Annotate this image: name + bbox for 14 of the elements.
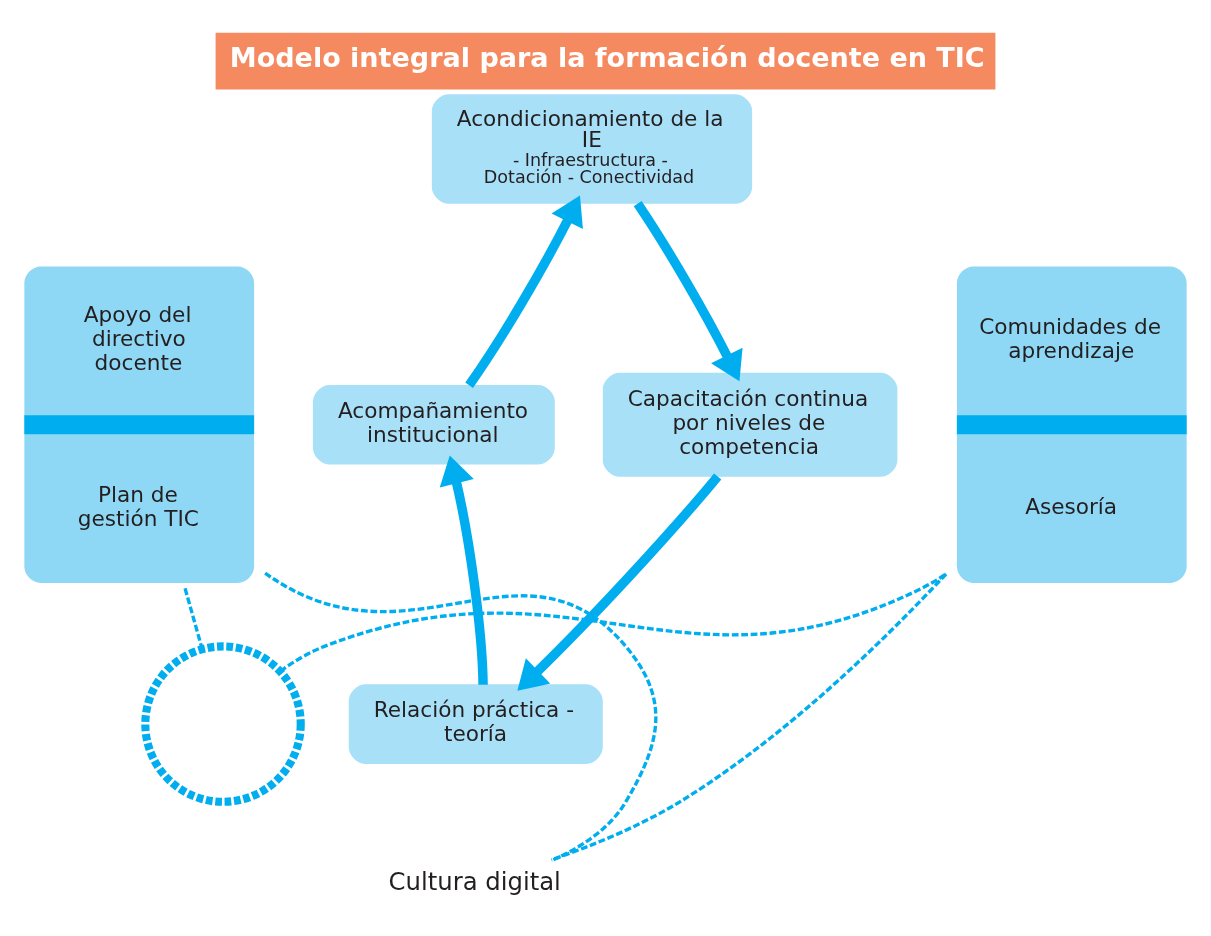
- arrow: [633, 201, 743, 382]
- node-text: Cultura digital: [388, 867, 561, 897]
- diagram-title: Modelo integral para la formación docente en TIC: [229, 41, 985, 73]
- connector: [550, 572, 948, 862]
- connector: [183, 587, 204, 650]
- arrow: [517, 473, 722, 691]
- node-box: Capacitación continua por niveles de competencia: [602, 372, 898, 477]
- node-box: Relación práctica - teoría: [348, 684, 603, 764]
- node-box: Acompañamiento institucional: [312, 384, 555, 465]
- node-box: Acondicionamiento de la IE - Infraestructura - Dotación - Conectividad: [431, 94, 753, 204]
- arrow: [439, 455, 488, 685]
- node-circle: [141, 642, 305, 806]
- arrow: [465, 195, 583, 388]
- connector: [264, 571, 658, 862]
